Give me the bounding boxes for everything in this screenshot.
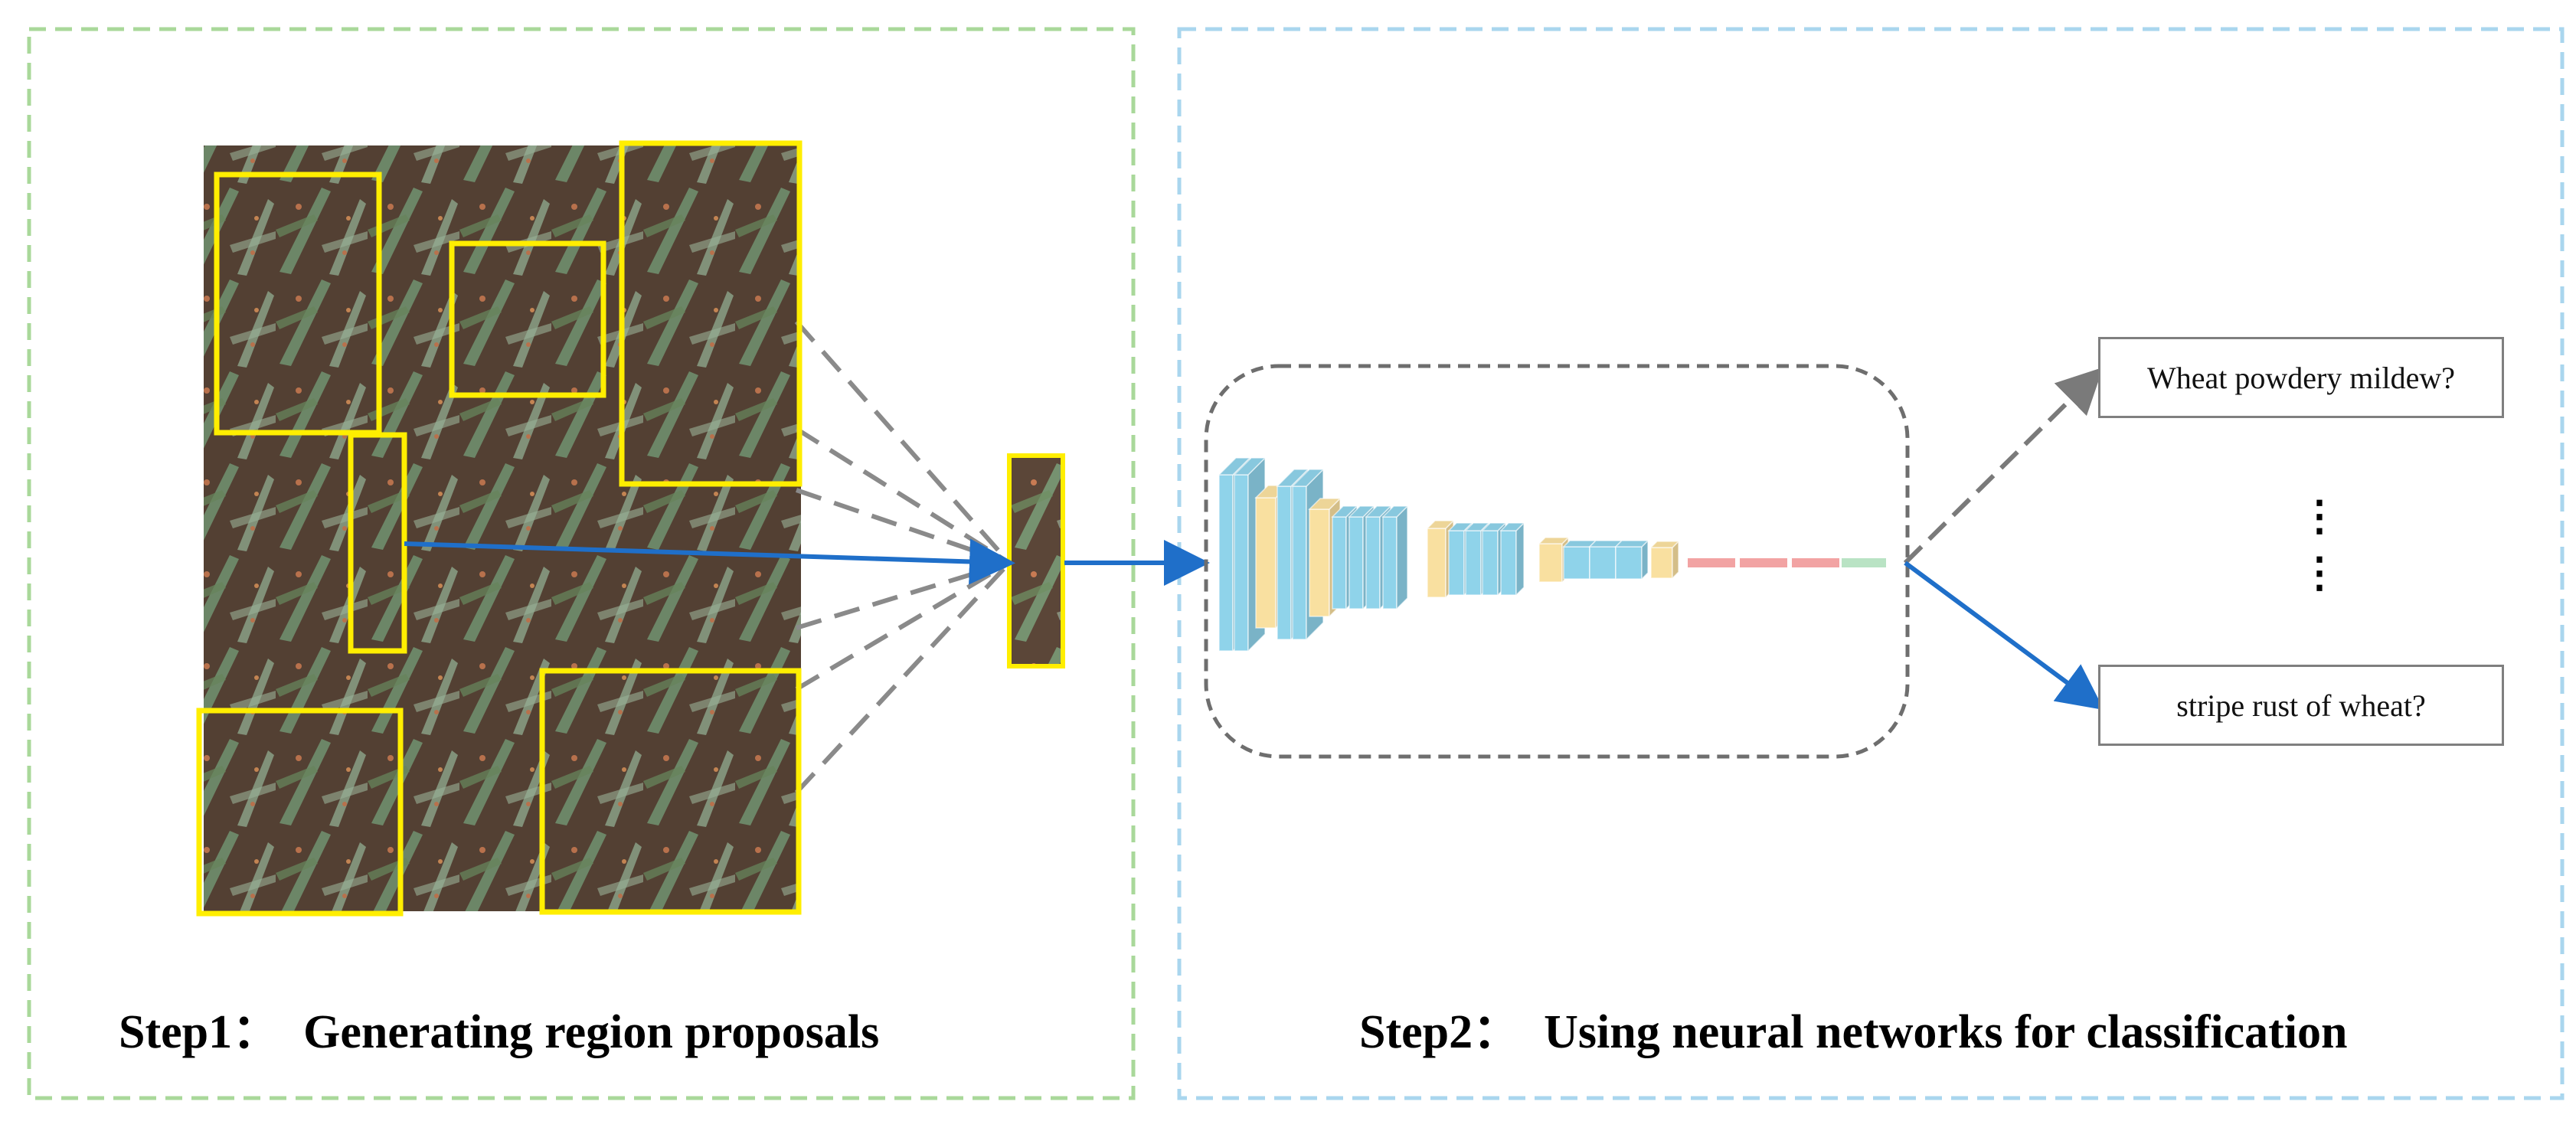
output-arrow-blue — [1904, 561, 2104, 711]
pool-layer — [1649, 540, 1680, 580]
fc-layer — [1740, 558, 1787, 567]
selected-region-crop — [1007, 453, 1065, 668]
ellipsis-dots-1: ⋮ — [2299, 493, 2340, 539]
proposal-box — [348, 432, 407, 654]
fc-layer — [1688, 558, 1735, 567]
conv-layer — [1614, 539, 1649, 580]
class-output-powdery-mildew: Wheat powdery mildew? — [2098, 337, 2504, 418]
pool-layer — [1538, 536, 1570, 583]
wheat-field-photo — [204, 145, 801, 911]
conv-layer — [1381, 505, 1409, 610]
step1-title: Step1： Generating region proposals — [119, 1006, 880, 1058]
selected-proposal-arrow — [404, 538, 1015, 585]
step1-panel — [27, 27, 1136, 1100]
cnn-architecture — [1218, 456, 1886, 652]
step2-title: Step2： Using neural networks for classif… — [1359, 1006, 2348, 1058]
proposal-box — [619, 140, 803, 487]
output-layer — [1842, 558, 1886, 567]
proposal-box — [214, 172, 382, 436]
output-arrow-gray — [1903, 367, 2104, 565]
ellipsis-dots-2: ⋮ — [2299, 550, 2340, 596]
proposal-boxes — [196, 140, 803, 917]
fc-layer — [1792, 558, 1839, 567]
class-output-stripe-rust: stripe rust of wheat? — [2098, 665, 2504, 746]
step2-panel — [1177, 27, 2565, 1100]
proposal-box — [539, 668, 802, 915]
conv-layer — [1499, 521, 1525, 597]
network-container — [1204, 364, 1910, 759]
proposal-box — [196, 708, 404, 917]
proposal-box — [449, 240, 606, 398]
